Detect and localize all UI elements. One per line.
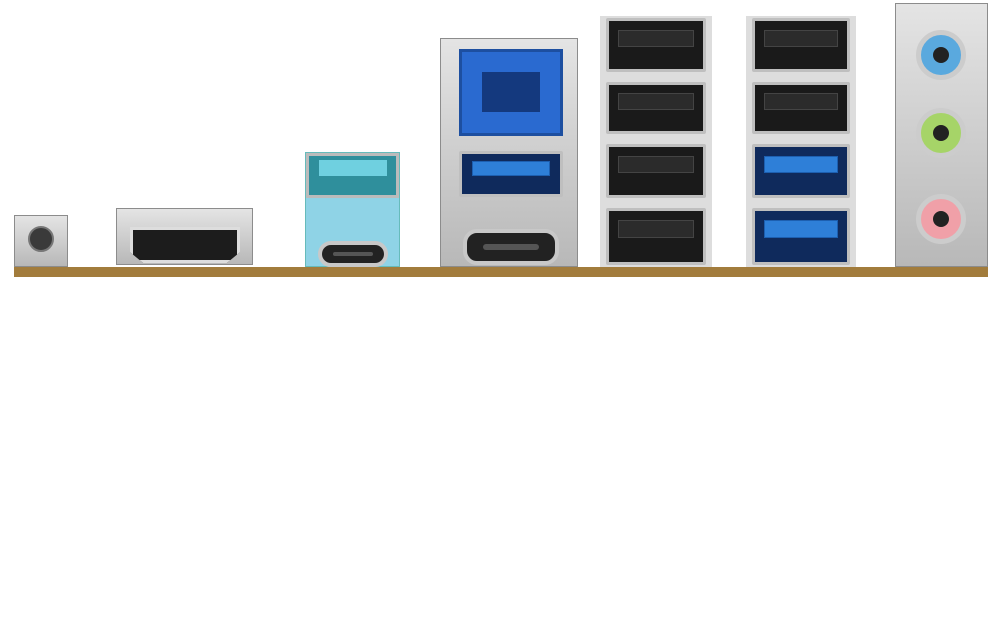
usb-a-port xyxy=(606,18,706,72)
usb3-a-port xyxy=(459,151,563,197)
usb-stack-1 xyxy=(600,16,712,267)
audio-panel xyxy=(895,3,988,267)
usb-a-port xyxy=(606,144,706,198)
usb3-a-port xyxy=(752,144,850,198)
button-cap xyxy=(28,226,54,252)
audio-line-out-jack xyxy=(916,108,966,158)
rj45-port xyxy=(459,49,563,136)
usb-teal-stack xyxy=(305,152,400,267)
audio-mic-jack xyxy=(916,194,966,244)
usb-a-teal-port xyxy=(306,153,399,198)
usb-a-port xyxy=(606,208,706,265)
usb-a-port xyxy=(752,82,850,134)
usb-stack-2 xyxy=(746,16,856,267)
hdmi-opening xyxy=(130,227,240,263)
usb3-a-port xyxy=(752,208,850,265)
usb-c-port xyxy=(318,241,388,267)
lan-usb-stack xyxy=(440,38,578,267)
usb-c-port xyxy=(463,229,559,265)
usb-a-port xyxy=(606,82,706,134)
audio-line-in-jack xyxy=(916,30,966,80)
usb-a-port xyxy=(752,18,850,72)
bios-flashback-button[interactable] xyxy=(14,215,68,267)
hdmi-port xyxy=(116,208,253,265)
pcb-edge xyxy=(14,267,988,277)
